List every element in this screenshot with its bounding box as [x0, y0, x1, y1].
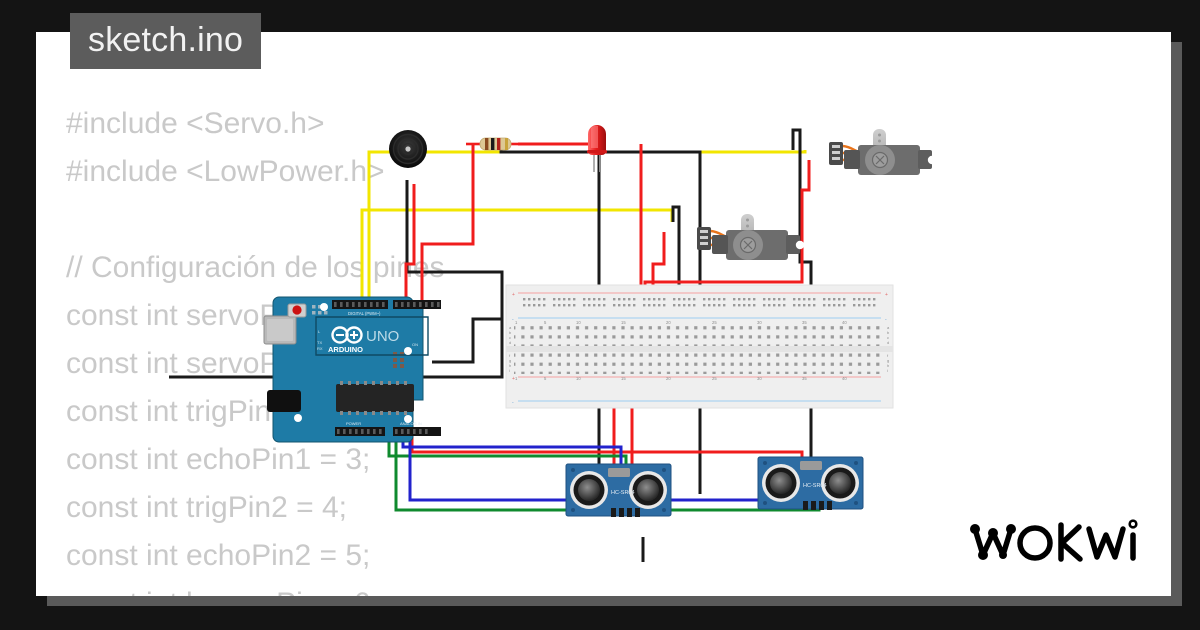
svg-text:ON: ON: [412, 342, 418, 347]
svg-text:c: c: [509, 335, 511, 340]
svg-text:RX: RX: [317, 346, 323, 351]
svg-text:ARDUINO: ARDUINO: [328, 345, 363, 354]
wokwi-logo: [965, 511, 1141, 578]
svg-text:d: d: [509, 340, 511, 345]
svg-text:b: b: [887, 330, 890, 335]
svg-text:DIGITAL (PWM~): DIGITAL (PWM~): [348, 311, 381, 316]
svg-text:5: 5: [544, 320, 547, 325]
svg-text:+: +: [512, 376, 515, 382]
red-led-part: [587, 125, 607, 172]
svg-text:+: +: [512, 292, 515, 298]
svg-text:10: 10: [576, 320, 581, 325]
svg-text:ANALOG IN: ANALOG IN: [400, 421, 422, 426]
svg-text:+: +: [885, 292, 888, 298]
svg-text:1: 1: [515, 376, 518, 381]
svg-text:10: 10: [576, 376, 581, 381]
resistor-part: [466, 137, 525, 151]
svg-text:-: -: [885, 317, 887, 323]
ultrasonic-sensor-2-part: HC-SR04: [757, 456, 864, 510]
svg-text:35: 35: [802, 320, 807, 325]
svg-text:f: f: [509, 353, 511, 358]
svg-text:TX: TX: [317, 340, 322, 345]
svg-text:g: g: [887, 358, 889, 363]
svg-text:40: 40: [842, 376, 847, 381]
breadboard-part: + - + - + -: [505, 284, 894, 409]
svg-text:UNO: UNO: [366, 328, 399, 345]
circuit-diagram: + - + - + -: [36, 32, 1171, 596]
svg-text:1: 1: [515, 320, 518, 325]
svg-text:a: a: [887, 325, 890, 330]
svg-text:15: 15: [621, 376, 626, 381]
svg-text:-: -: [512, 317, 514, 323]
servo-motor-1-part: [697, 214, 805, 260]
svg-text:d: d: [887, 340, 889, 345]
diagram-canvas-panel: #include <Servo.h> #include <LowPower.h>…: [36, 32, 1171, 596]
svg-text:25: 25: [712, 376, 717, 381]
svg-text:35: 35: [802, 376, 807, 381]
svg-text:L: L: [318, 329, 321, 334]
svg-text:a: a: [509, 325, 512, 330]
svg-text:-: -: [512, 400, 514, 406]
svg-text:c: c: [887, 335, 889, 340]
piezo-buzzer-part: [389, 130, 427, 168]
svg-text:i: i: [509, 368, 510, 373]
svg-text:20: 20: [666, 320, 671, 325]
svg-text:25: 25: [712, 320, 717, 325]
svg-text:30: 30: [757, 320, 762, 325]
svg-text:POWER: POWER: [346, 421, 361, 426]
svg-text:i: i: [887, 368, 888, 373]
svg-text:40: 40: [842, 320, 847, 325]
svg-text:HC-SR04: HC-SR04: [611, 490, 635, 496]
svg-text:h: h: [509, 363, 511, 368]
arduino-uno-part: DIGITAL (PWM~) POWER ANALOG IN: [263, 296, 441, 443]
svg-text:HC-SR04: HC-SR04: [803, 483, 827, 489]
svg-text:30: 30: [757, 376, 762, 381]
file-tab-sketch-ino[interactable]: sketch.ino: [70, 13, 262, 69]
svg-text:20: 20: [666, 376, 671, 381]
svg-text:f: f: [887, 353, 889, 358]
servo-motor-2-part: [829, 129, 937, 175]
ultrasonic-sensor-1-part: HC-SR04: [565, 463, 672, 517]
svg-text:15: 15: [621, 320, 626, 325]
svg-text:5: 5: [544, 376, 547, 381]
svg-text:h: h: [887, 363, 889, 368]
svg-text:b: b: [509, 330, 512, 335]
svg-text:g: g: [509, 358, 511, 363]
